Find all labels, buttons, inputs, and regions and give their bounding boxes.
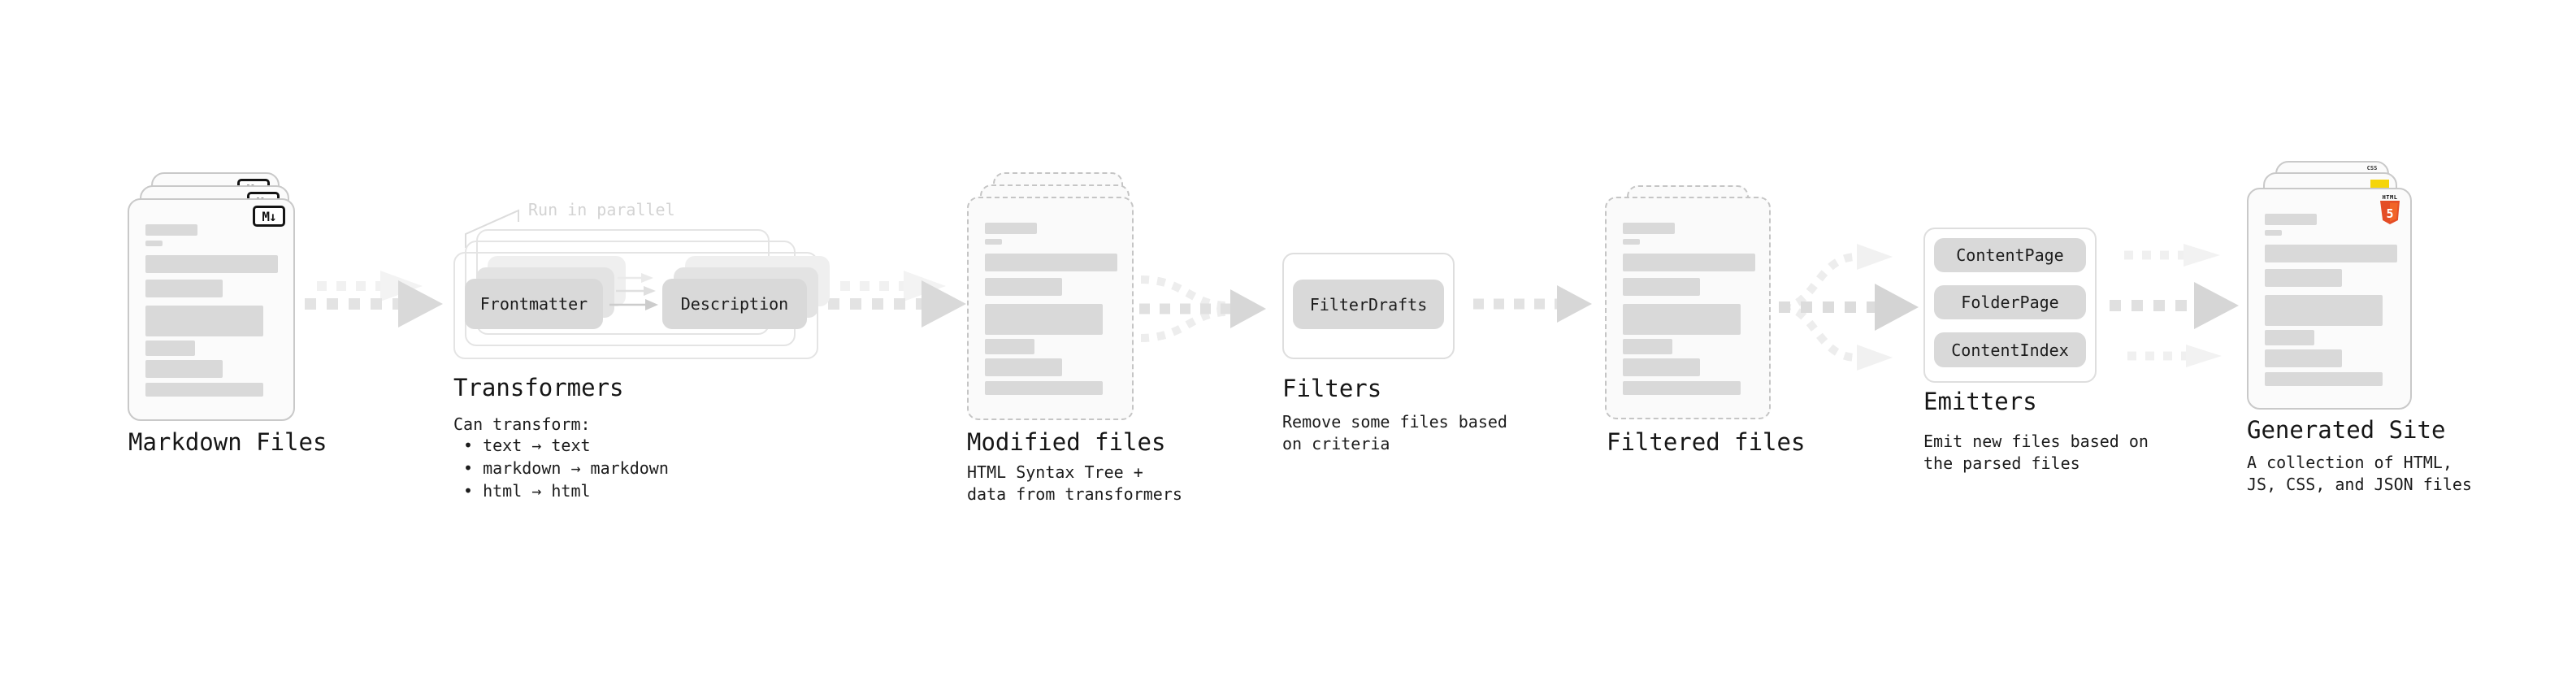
generated-site-title: Generated Site [2247,416,2446,444]
filters-desc: Remove some files based on criteria [1282,412,1507,453]
html5-number: 5 [2386,206,2393,221]
bullet-item: text → text [463,434,669,457]
site-doc-html: HTML 5 [2247,188,2412,410]
html5-icon: HTML 5 [2379,194,2400,228]
transformers-bullet-list: text → text markdown → markdown html → h… [463,434,669,502]
bullet-item: markdown → markdown [463,457,669,479]
frontmatter-node: Frontmatter [465,279,603,329]
modified-files-title: Modified files [967,428,1166,456]
emitters-desc: Emit new files based on the parsed files [1923,432,2149,473]
modified-doc-front [967,197,1134,420]
bullet-item: html → html [463,479,669,502]
generated-site-desc: A collection of HTML, JS, CSS, and JSON … [2247,453,2472,494]
arrow-markdown-to-transformers [305,271,443,327]
transformer-inner-arrows [609,273,658,310]
html5-shield: 5 [2380,201,2400,224]
run-in-parallel-bracket [465,209,519,248]
markdown-doc-front: M↓ [128,198,295,421]
css-icon-label: CSS [2366,165,2378,171]
run-in-parallel-label: Run in parallel [528,200,675,219]
arrow-transformers-to-modified [828,271,966,327]
doc-placeholder-lines [1607,198,1769,418]
arrow-modified-to-filters [1139,275,1266,342]
filterdrafts-node: FilterDrafts [1293,280,1444,329]
arrow-filters-to-filtered [1473,285,1592,323]
doc-placeholder-lines [969,198,1132,419]
folderpage-node: FolderPage [1934,285,2086,319]
transformers-desc-heading: Can transform: [453,414,591,434]
filtered-doc-front [1605,197,1771,419]
arrows-emitters-to-site [2110,244,2239,367]
markdown-files-title: Markdown Files [128,428,327,456]
doc-placeholder-lines [129,200,293,419]
markdown-file-icon: M↓ [253,206,285,227]
transformers-title: Transformers [453,374,624,401]
filtered-files-title: Filtered files [1607,428,1806,456]
doc-placeholder-lines [2249,189,2410,408]
js-icon [2370,180,2389,189]
emitters-title: Emitters [1923,388,2037,415]
filters-title: Filters [1282,375,1382,402]
contentindex-node: ContentIndex [1934,332,2086,367]
modified-files-desc: HTML Syntax Tree + data from transformer… [967,462,1182,504]
description-node: Description [662,279,807,329]
html5-icon-label: HTML [2382,194,2398,201]
arrow-filtered-to-emitters [1779,244,1919,371]
contentpage-node: ContentPage [1934,238,2086,272]
